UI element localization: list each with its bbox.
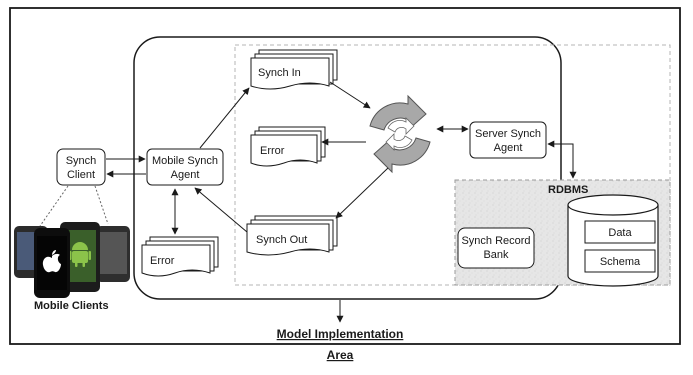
mobile-clients-label: Mobile Clients [34, 300, 109, 312]
apple-logo-icon [42, 250, 62, 273]
server-region-border [234, 44, 671, 286]
error-center-stack [250, 126, 326, 167]
arrow-agent-to-synch-in [199, 87, 250, 149]
rdbms-label: RDBMS [548, 184, 588, 196]
android-logo-icon [69, 242, 91, 267]
schema-label: Schema [600, 256, 641, 268]
synch-client-line2: Client [67, 169, 95, 181]
synch-out-label: Synch Out [256, 234, 307, 246]
server-synch-agent-line2: Agent [494, 142, 523, 154]
synch-record-bank-label-line1: Synch Record [461, 235, 530, 247]
mobile-synch-agent-line1: Mobile Synch [152, 155, 218, 167]
synch-client-box [56, 148, 106, 186]
schema-box [584, 249, 656, 273]
synch-in-stack [250, 49, 338, 90]
data-box [584, 220, 656, 244]
mobile-synch-agent-box [146, 148, 224, 186]
caption-line2: Area [327, 348, 354, 362]
synch-client-line1: Synch [66, 155, 97, 167]
arrow-synch-in-to-cycle [329, 81, 371, 109]
mobile-synch-agent-line2: Agent [171, 169, 200, 181]
synch-record-bank-label-line2: Bank [483, 249, 509, 261]
client-link-left [39, 185, 69, 227]
arrow-cycle-to-synch-out [335, 167, 389, 219]
client-link-right [94, 185, 109, 225]
synch-record-bank-box [457, 227, 535, 269]
server-synch-agent-line1: Server Synch [475, 128, 541, 140]
mobile-clients-group [14, 222, 130, 298]
connector-arrows [106, 81, 577, 323]
arrow-synch-out-to-agent [194, 187, 248, 233]
arrow-server-agent-rdbms [547, 140, 577, 179]
synch-out-stack [246, 215, 338, 256]
server-synch-agent-box [469, 121, 547, 159]
sync-cycle-icon [364, 94, 436, 174]
outer-frame [9, 7, 681, 345]
synch-in-label: Synch In [258, 67, 301, 79]
error-center-label: Error [260, 145, 285, 157]
caption-line1: Model Implementation [277, 327, 404, 341]
error-left-label: Error [150, 255, 175, 267]
error-left-stack [141, 236, 219, 277]
data-label: Data [608, 227, 632, 239]
